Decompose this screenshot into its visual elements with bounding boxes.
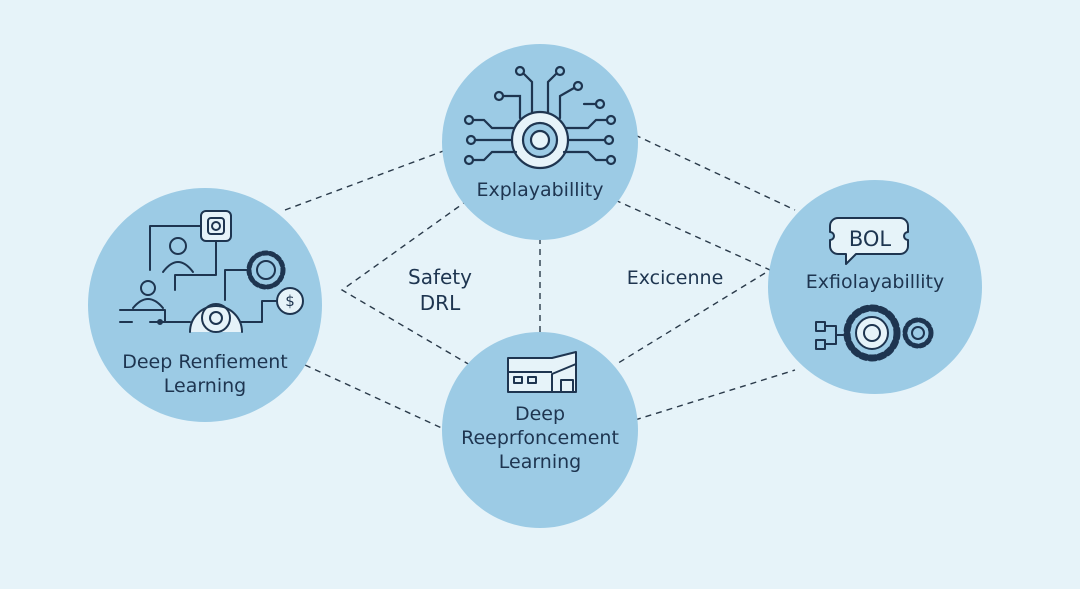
connector-top-right (634, 134, 796, 211)
node-left-label-line1: Deep Renfiement (122, 351, 288, 373)
node-left-label: Deep Renfiement Learning (100, 350, 310, 398)
node-left-circle (88, 188, 322, 422)
person-icon (162, 237, 194, 273)
target-square-icon (200, 210, 232, 242)
gears-icon (815, 304, 934, 362)
node-bottom-label: Deep Reeprfoncement Learning (440, 402, 640, 474)
connector-bottom-right (634, 369, 796, 421)
speech-bubble-icon (829, 217, 909, 265)
excicence-label: Excicenne (626, 267, 724, 289)
left-node-icons (119, 210, 304, 333)
target-icon (189, 303, 243, 333)
safety-label-line1: Safety (408, 265, 472, 289)
right-node-icons (815, 217, 934, 362)
circuit-chip-icon (463, 65, 617, 170)
node-bottom-label-line3: Learning (498, 451, 582, 473)
safety-drl-label: Safety DRL (390, 264, 490, 316)
node-left-label-line2: Learning (163, 375, 247, 397)
safety-label-line2: DRL (419, 291, 461, 315)
node-bottom-circle (442, 332, 638, 528)
speech-bubble-text: BOL (848, 227, 892, 251)
node-bottom-label-line1: Deep (514, 403, 566, 425)
dollar-symbol: $ (285, 292, 295, 310)
node-top-label: Explayabillity (476, 179, 604, 201)
connector-left-bottom (304, 364, 447, 431)
node-right-label: Exfiolayabillity (805, 271, 945, 293)
connector-left-top (284, 149, 447, 211)
building-icon (507, 351, 577, 393)
person-small-icon (132, 280, 164, 309)
node-bottom-label-line2: Reeprfoncement (461, 427, 619, 449)
connector-safety-bracket (340, 199, 471, 366)
